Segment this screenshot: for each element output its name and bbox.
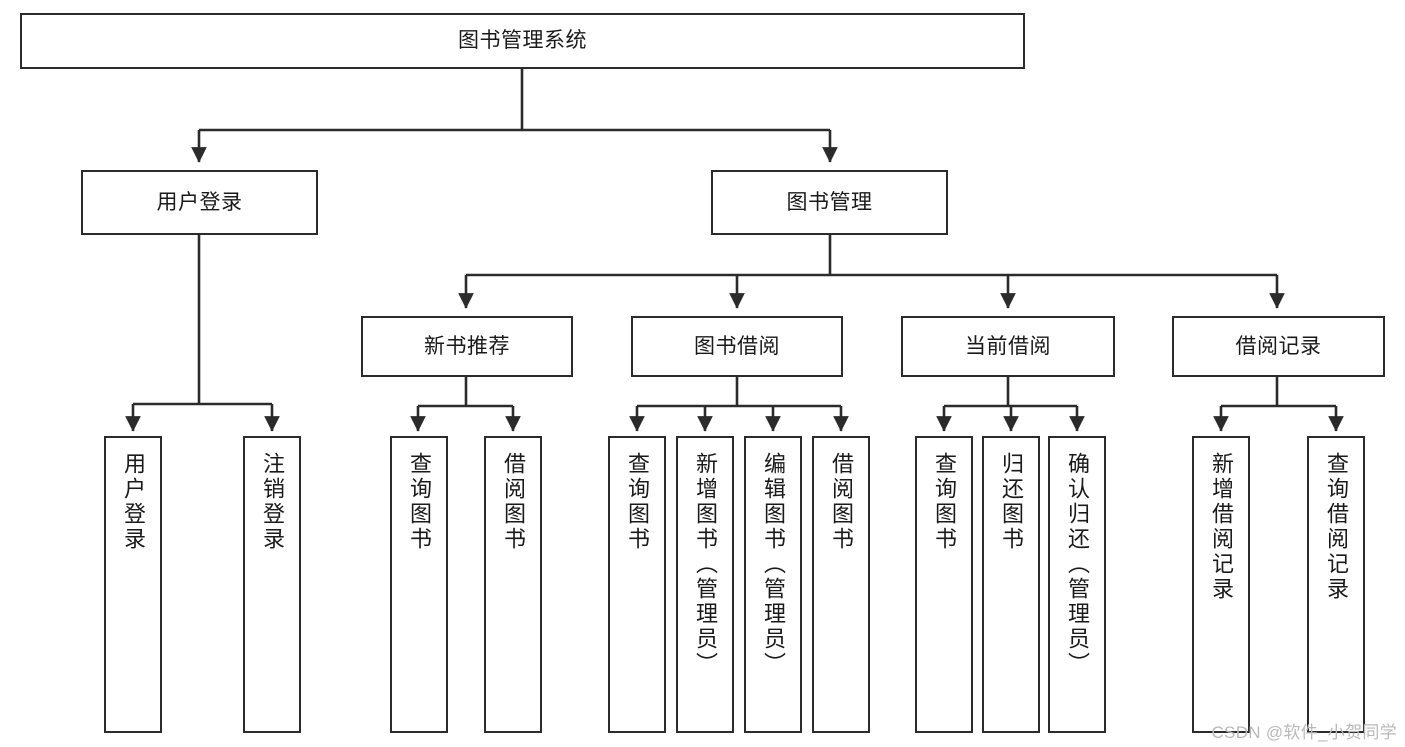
node-book-management[interactable]: 图书管理 bbox=[711, 170, 948, 235]
node-label: 用户登录 bbox=[121, 452, 146, 552]
node-label: 编辑图书（管理员） bbox=[761, 452, 786, 677]
node-label: 图书借阅 bbox=[694, 334, 780, 358]
node-borrowing-record[interactable]: 借阅记录 bbox=[1172, 316, 1385, 377]
node-label: 图书管理系统 bbox=[458, 29, 587, 53]
node-label: 新增图书（管理员） bbox=[693, 452, 718, 677]
leaf-book-borrow-query-books[interactable]: 查询图书 bbox=[608, 436, 666, 733]
node-label: 查询图书 bbox=[932, 452, 957, 552]
leaf-user-login-login[interactable]: 用户登录 bbox=[104, 436, 162, 733]
leaf-book-borrow-add-book-admin[interactable]: 新增图书（管理员） bbox=[676, 436, 734, 733]
node-label: 新增借阅记录 bbox=[1209, 452, 1234, 602]
node-label: 用户登录 bbox=[156, 190, 243, 214]
node-label: 借阅图书 bbox=[829, 452, 854, 552]
csdn-watermark: CSDN @软件_小贺同学 bbox=[1211, 723, 1397, 742]
leaf-user-login-logout[interactable]: 注销登录 bbox=[243, 436, 301, 733]
node-label: 归还图书 bbox=[999, 452, 1024, 552]
leaf-current-borrow-query-books[interactable]: 查询图书 bbox=[915, 436, 973, 733]
node-label: 查询图书 bbox=[625, 452, 650, 552]
node-label: 查询图书 bbox=[407, 452, 432, 552]
leaf-book-borrow-edit-book-admin[interactable]: 编辑图书（管理员） bbox=[744, 436, 802, 733]
node-book-borrowing[interactable]: 图书借阅 bbox=[631, 316, 843, 377]
node-root-book-management-system[interactable]: 图书管理系统 bbox=[20, 13, 1025, 69]
node-label: 当前借阅 bbox=[965, 334, 1051, 358]
leaf-new-book-query-books[interactable]: 查询图书 bbox=[390, 436, 448, 733]
node-label: 查询借阅记录 bbox=[1324, 452, 1349, 602]
node-label: 确认归还（管理员） bbox=[1065, 452, 1090, 677]
node-label: 图书管理 bbox=[786, 190, 873, 214]
node-new-book-recommendation[interactable]: 新书推荐 bbox=[361, 316, 573, 377]
leaf-borrow-record-query-record[interactable]: 查询借阅记录 bbox=[1307, 436, 1365, 733]
node-label: 借阅记录 bbox=[1235, 334, 1322, 358]
node-user-login[interactable]: 用户登录 bbox=[81, 170, 318, 235]
node-label: 借阅图书 bbox=[501, 452, 526, 552]
leaf-current-borrow-return-books[interactable]: 归还图书 bbox=[982, 436, 1040, 733]
leaf-book-borrow-borrow-books[interactable]: 借阅图书 bbox=[812, 436, 870, 733]
leaf-new-book-borrow-books[interactable]: 借阅图书 bbox=[484, 436, 542, 733]
node-current-borrowing[interactable]: 当前借阅 bbox=[901, 316, 1115, 377]
node-label: 注销登录 bbox=[260, 452, 285, 552]
leaf-borrow-record-add-record[interactable]: 新增借阅记录 bbox=[1192, 436, 1250, 733]
node-label: 新书推荐 bbox=[424, 334, 510, 358]
leaf-current-borrow-confirm-return-admin[interactable]: 确认归还（管理员） bbox=[1048, 436, 1106, 733]
